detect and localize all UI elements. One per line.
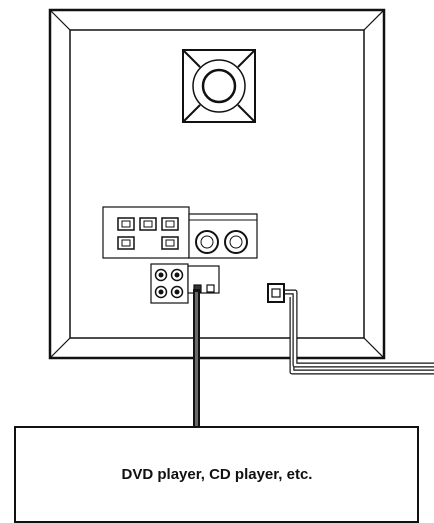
speaker-terminal-icon[interactable]: [117, 236, 135, 250]
rca-jack-icon[interactable]: [154, 285, 168, 299]
power-plug-icon[interactable]: [267, 283, 285, 303]
bevel-line: [363, 9, 385, 31]
bevel-line: [49, 9, 71, 31]
digital-input-block: [187, 265, 220, 294]
rca-jack-icon[interactable]: [154, 268, 168, 282]
bevel-line: [49, 337, 71, 359]
speaker-terminal-icon[interactable]: [161, 236, 179, 250]
speaker-terminal-icon[interactable]: [161, 217, 179, 231]
rca-jack-block: [150, 263, 189, 304]
connected-device-box: [14, 426, 419, 523]
speaker-terminal-icon[interactable]: [139, 217, 157, 231]
fan-icon: [182, 49, 256, 123]
optical-input-icon[interactable]: [206, 284, 215, 293]
cabinet-inner-panel: [69, 29, 365, 339]
connection-cable: [193, 289, 200, 427]
bevel-line: [363, 337, 385, 359]
round-jack-block: [188, 213, 258, 259]
round-jack-icon[interactable]: [195, 230, 219, 254]
rca-jack-icon[interactable]: [170, 285, 184, 299]
rca-jack-icon[interactable]: [170, 268, 184, 282]
speaker-terminal-icon[interactable]: [117, 217, 135, 231]
power-cord: [280, 289, 434, 375]
speaker-terminal-block: [102, 206, 190, 259]
round-jack-icon[interactable]: [224, 230, 248, 254]
